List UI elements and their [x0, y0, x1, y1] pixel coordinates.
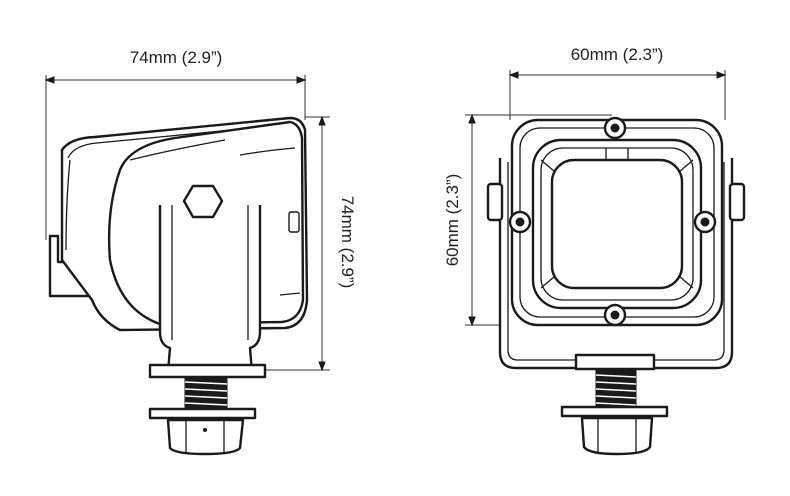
front-screws [508, 116, 717, 327]
side-width-dimension: 74mm (2.9”) [44, 48, 307, 240]
screw-right [693, 210, 717, 234]
side-mount-hardware [148, 376, 257, 456]
screw-top [603, 116, 627, 140]
front-height-label: 60mm (2.3”) [443, 174, 462, 267]
front-view: 60mm (2.3”) 60mm (2.3”) [443, 45, 746, 456]
front-width-label: 60mm (2.3”) [571, 45, 664, 64]
screw-left [508, 210, 532, 234]
side-height-dimension: 74mm (2.9”) [263, 115, 357, 372]
front-lamp [510, 118, 724, 327]
front-mount-hardware [560, 368, 669, 456]
side-view: 74mm (2.9”) 74mm (2.9”) [44, 48, 357, 456]
side-height-label: 74mm (2.9”) [338, 196, 357, 289]
side-bracket [148, 184, 267, 379]
side-width-label: 74mm (2.9”) [130, 48, 223, 67]
screw-bottom [603, 303, 627, 327]
front-width-dimension: 60mm (2.3”) [508, 45, 727, 120]
